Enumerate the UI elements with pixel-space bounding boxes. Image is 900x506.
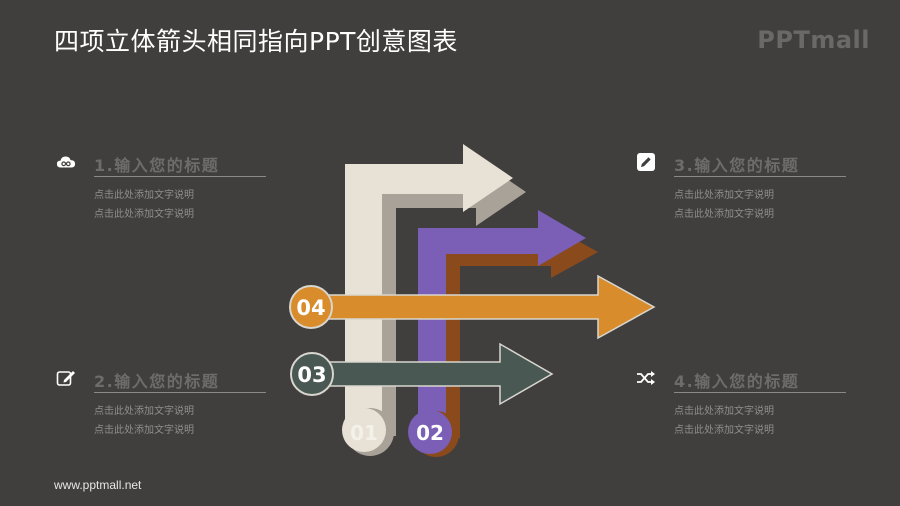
- arrow-04-body: [311, 274, 656, 340]
- arrow-03-number: 03: [297, 363, 326, 387]
- block-2-divider: [94, 392, 266, 393]
- pencil-icon: [636, 152, 656, 172]
- text-block-2: 2.输入您的标题 点击此处添加文字说明 点击此处添加文字说明: [56, 366, 286, 436]
- block-2-desc-line-2: 点击此处添加文字说明: [94, 425, 194, 436]
- arrow-01-cap: [342, 408, 386, 452]
- arrow-01-number: 01: [350, 421, 378, 445]
- block-4-desc[interactable]: 点击此处添加文字说明 点击此处添加文字说明: [674, 402, 774, 440]
- block-3-desc-line-2: 点击此处添加文字说明: [674, 209, 774, 220]
- arrow-01-body: [345, 144, 513, 430]
- text-block-4: 4.输入您的标题 点击此处添加文字说明 点击此处添加文字说明: [636, 366, 866, 436]
- arrow-03-cap: [290, 352, 334, 396]
- block-4-divider: [674, 392, 846, 393]
- brand-logo: PPTmall: [757, 26, 870, 54]
- arrow-02-body: [418, 210, 586, 432]
- arrow-02-shadow: [432, 226, 598, 438]
- footer-url[interactable]: www.pptmall.net: [54, 478, 142, 492]
- block-3-divider: [674, 176, 846, 177]
- text-block-1: 1.输入您的标题 点击此处添加文字说明 点击此处添加文字说明: [56, 150, 286, 220]
- block-2-desc[interactable]: 点击此处添加文字说明 点击此处添加文字说明: [94, 402, 194, 440]
- block-2-desc-line-1: 点击此处添加文字说明: [94, 406, 194, 417]
- block-3-desc[interactable]: 点击此处添加文字说明 点击此处添加文字说明: [674, 186, 774, 224]
- arrow-02-cap: [408, 410, 452, 454]
- text-block-3: 3.输入您的标题 点击此处添加文字说明 点击此处添加文字说明: [636, 150, 866, 220]
- arrow-03-body: [311, 342, 554, 406]
- arrow-03: [290, 342, 554, 406]
- arrow-02: [408, 210, 598, 457]
- edit-icon: [56, 368, 76, 388]
- block-4-desc-line-2: 点击此处添加文字说明: [674, 425, 774, 436]
- block-4-heading[interactable]: 4.输入您的标题: [674, 372, 800, 391]
- block-2-heading[interactable]: 2.输入您的标题: [94, 372, 220, 391]
- arrow-02-number: 02: [416, 421, 444, 445]
- shuffle-icon: [636, 368, 656, 388]
- block-4-desc-line-1: 点击此处添加文字说明: [674, 406, 774, 417]
- block-3-desc-line-1: 点击此处添加文字说明: [674, 190, 774, 201]
- block-1-divider: [94, 176, 266, 177]
- block-1-desc[interactable]: 点击此处添加文字说明 点击此处添加文字说明: [94, 186, 194, 224]
- page-title: 四项立体箭头相同指向PPT创意图表: [54, 27, 458, 56]
- block-3-heading[interactable]: 3.输入您的标题: [674, 156, 800, 175]
- arrow-04-cap: [289, 285, 333, 329]
- arrow-04-number: 04: [296, 296, 325, 320]
- arrow-04: [289, 274, 656, 340]
- block-1-desc-line-1: 点击此处添加文字说明: [94, 190, 194, 201]
- cloud-link-icon: [56, 152, 76, 172]
- block-1-desc-line-2: 点击此处添加文字说明: [94, 209, 194, 220]
- block-1-heading[interactable]: 1.输入您的标题: [94, 156, 220, 175]
